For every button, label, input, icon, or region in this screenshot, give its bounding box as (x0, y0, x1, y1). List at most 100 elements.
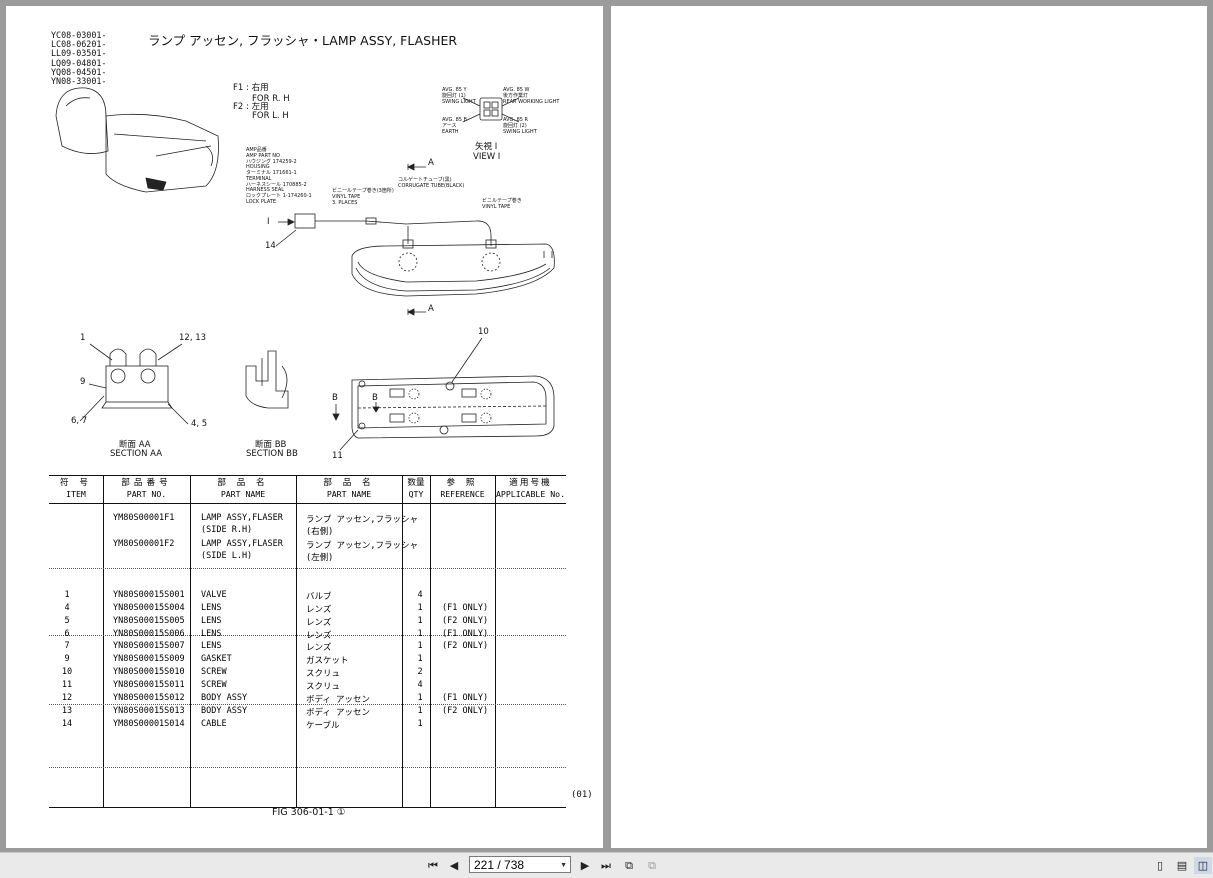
amp-note: AMP品番 AMP PART NO ハウジング 174259-2 HOUSING… (246, 147, 312, 205)
assy-row: YM80S00001F1 LAMP ASSY,FLASER ランプ アッセン,フ… (113, 513, 418, 525)
two-page-view-icon[interactable]: ◫ (1194, 857, 1212, 874)
cell-item: 10 (61, 667, 73, 678)
cell-item: 12 (61, 692, 73, 703)
cell-jp: ボディ アッセン (306, 694, 371, 705)
cell-ref: (F2 ONLY) (442, 641, 489, 652)
cell-part-no: YN80S00015S012 (113, 692, 185, 703)
prev-page-icon[interactable]: ◀ (449, 859, 459, 872)
continuous-view-icon[interactable]: ▤ (1176, 859, 1188, 872)
section-bb-jp: 断面 BB (255, 440, 287, 450)
cell-part-no: YN80S00015S007 (113, 641, 185, 652)
callout-4-5: 4, 5 (191, 419, 208, 429)
cell-item: 9 (64, 654, 70, 665)
model-code: LC08-06201- (51, 39, 107, 50)
cell-qty: 1 (417, 654, 423, 665)
cell-qty: 1 (417, 705, 423, 716)
cell-part-no: YM80S00001S014 (113, 718, 185, 729)
assy-row-sub: (SIDE R.H) (右側) (201, 525, 334, 537)
model-code: YC08-03001- (51, 30, 107, 40)
first-page-icon[interactable]: ⏮ (428, 859, 438, 872)
callout-9: 9 (80, 377, 86, 387)
cell-jp: レンズ (306, 617, 332, 628)
lamp-bottom-view-icon (332, 337, 555, 451)
machine-sketch-icon (55, 87, 219, 193)
single-page-view-icon[interactable]: ▯ (1156, 859, 1164, 872)
model-code: YQ08-04501- (51, 66, 107, 77)
cell-jp: バルブ (306, 592, 332, 602)
page-number-value: 221 / 738 (474, 858, 525, 872)
vinyl-tape-note-2: ビニルテープ巻き VINYL TAPE (482, 198, 522, 210)
cell-item: 1 (64, 590, 70, 600)
arrow-b: B (332, 393, 338, 403)
model-code: YN08-33001- (51, 76, 107, 87)
cell-qty: 1 (417, 602, 423, 613)
last-page-icon[interactable]: ⏭ (601, 859, 611, 872)
table-row: 12 YN80S00015S012 BODY ASSY ボディ アッセン 1 (F1 ON… (49, 692, 566, 705)
cell-qty: 1 (417, 641, 423, 652)
corrugate-note: コルゲートチューブ(黒) CORRUGATE TUBE(BLACK) (398, 177, 465, 189)
cell-item: 11 (61, 679, 73, 690)
section-aa-en: SECTION AA (110, 449, 163, 459)
next-page-icon[interactable]: ▶ (580, 859, 590, 872)
cell-ref: (F2 ONLY) (442, 615, 489, 626)
cell-name: BODY ASSY (201, 705, 248, 716)
fit-page-icon[interactable]: ⧉ (625, 859, 633, 872)
model-code: LQ09-04801- (51, 57, 107, 68)
fit-width-icon[interactable]: ⧉ (648, 859, 656, 872)
cell-name: BODY ASSY (201, 692, 248, 703)
cell-part-no: YN80S00015S010 (113, 667, 185, 678)
cell-jp: ボディ アッセン (306, 707, 371, 718)
arrow-b-2: B (372, 393, 378, 403)
assy-row-sub: (SIDE L.H) (左側) (201, 551, 334, 563)
view-label-en: VIEW I (473, 152, 501, 162)
callout-10: 10 (478, 327, 489, 337)
callout-14: 14 (265, 241, 276, 251)
cell-ref: (F1 ONLY) (442, 692, 489, 703)
cell-jp: ガスケット (306, 656, 349, 667)
cell-jp: レンズ (306, 604, 332, 615)
cell-qty: 1 (417, 718, 423, 729)
pdf-page-right (611, 6, 1207, 848)
arrow-a-bottom: A (428, 304, 434, 314)
cell-jp: ケーブル (306, 720, 340, 731)
cell-part-no: YN80S00015S005 (113, 615, 185, 626)
wire-r-note: AVG. 85 R 旋回灯 (2) SWING LIGHT (503, 117, 537, 135)
cell-part-no: YN80S00015S004 (113, 602, 185, 613)
figure-number: FIG 306-01-1 ① (272, 807, 346, 818)
cell-name: LENS (201, 602, 222, 613)
cell-ref: (F2 ONLY) (442, 705, 489, 716)
arrow-a-top: A (428, 158, 434, 168)
cell-qty: 1 (417, 615, 423, 626)
cell-part-no: YN80S00015S011 (113, 679, 185, 690)
cell-qty: 4 (417, 679, 423, 690)
callout-6-7: 6, 7 (71, 416, 88, 426)
cell-qty: 1 (417, 692, 423, 703)
dropdown-icon[interactable]: ▼ (560, 862, 567, 869)
legend-f1-en: FOR R. H (252, 94, 290, 104)
cell-part-no: YN80S00015S009 (113, 654, 185, 665)
page-number-input[interactable]: 221 / 738 ▼ (469, 856, 571, 873)
cell-item: 6 (64, 628, 70, 639)
cell-name: CABLE (201, 718, 227, 729)
cell-name: SCREW (201, 679, 227, 690)
cell-item: 7 (64, 641, 70, 652)
wire-b-note: AVG. 85 B アース EARTH (442, 117, 467, 135)
cell-name: SCREW (201, 667, 227, 678)
cell-jp: レンズ (306, 643, 332, 654)
legend-f1: F1 : 右用 (233, 83, 269, 93)
cell-ref: (F1 ONLY) (442, 628, 489, 639)
page-title: ランプ アッセン, フラッシャ・LAMP ASSY, FLASHER (148, 33, 458, 48)
section-bb-drawing-icon (245, 350, 289, 409)
revision-label: (01) (571, 790, 593, 800)
cell-part-no: YN80S00015S001 (113, 590, 185, 600)
